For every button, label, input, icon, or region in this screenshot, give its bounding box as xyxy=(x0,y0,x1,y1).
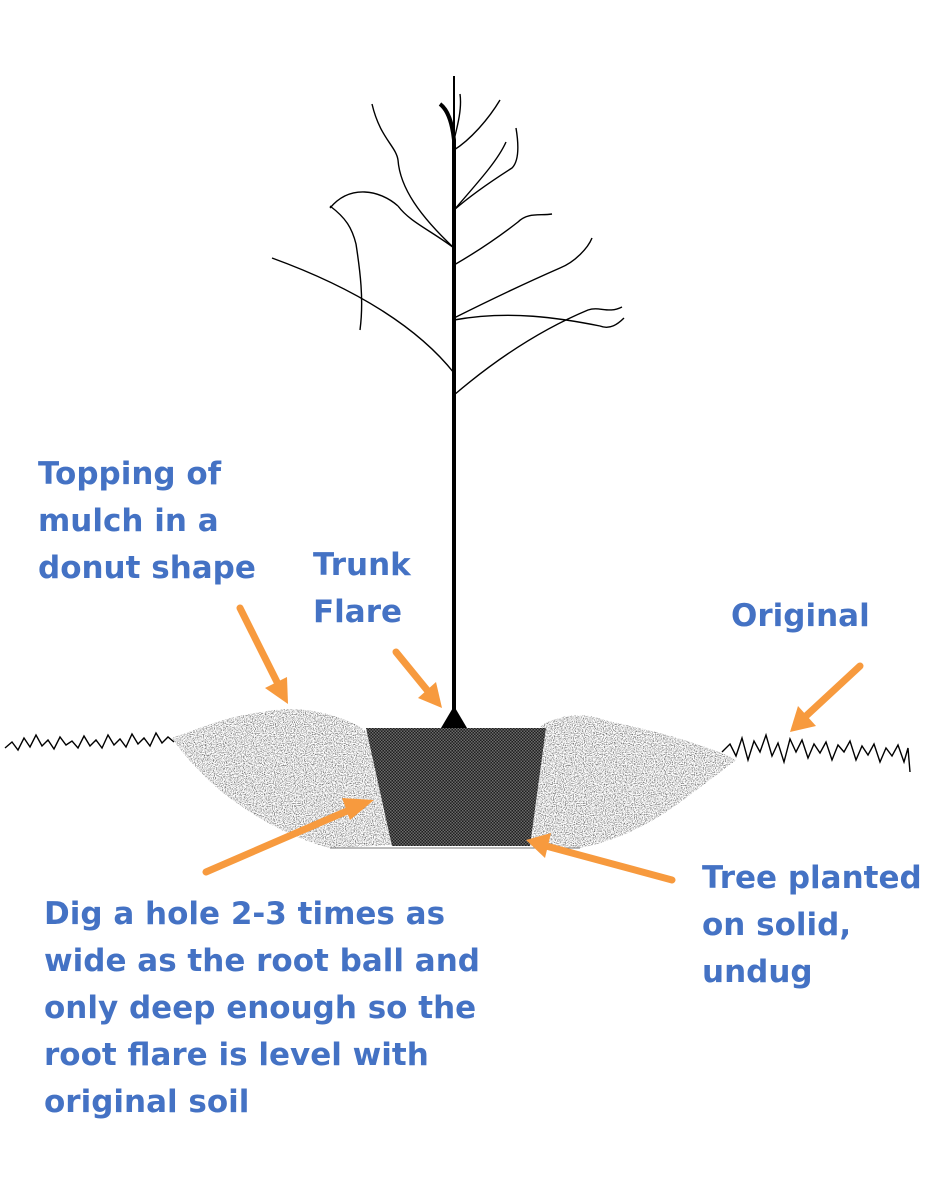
mulch-mound-right xyxy=(526,715,736,848)
arrow-dig-hole xyxy=(202,798,374,876)
original-ground-right xyxy=(721,732,911,773)
label-dig-hole: Dig a hole 2-3 times as wide as the root… xyxy=(44,896,480,1120)
label-mulch-donut: Topping of mulch in a donut shape xyxy=(38,456,256,586)
original-ground-left xyxy=(4,731,175,752)
arrow-tree-planted xyxy=(526,833,676,884)
label-tree-planted: Tree planted on solid, undug xyxy=(702,860,922,990)
tree-trunk xyxy=(438,102,456,710)
label-original: Original xyxy=(731,598,870,634)
label-trunk-flare: Trunk Flare xyxy=(313,547,411,630)
trunk-flare xyxy=(441,706,467,728)
arrows xyxy=(202,604,864,884)
arrow-original xyxy=(790,662,864,732)
mulch-mound-left xyxy=(172,709,392,848)
tree-branches xyxy=(271,93,625,396)
arrow-mulch xyxy=(236,604,288,704)
root-ball xyxy=(366,728,546,846)
arrow-trunk-flare xyxy=(392,648,442,708)
